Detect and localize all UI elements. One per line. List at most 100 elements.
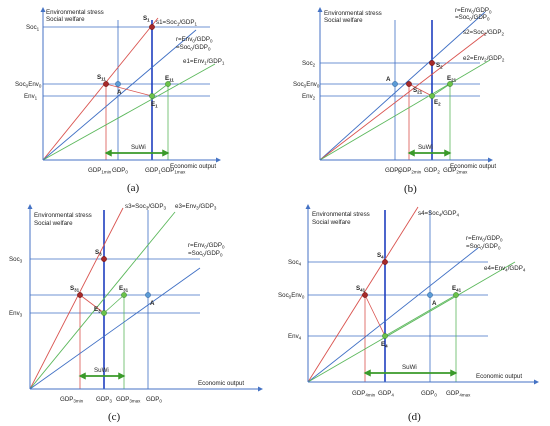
line-label-r2: =Soc0/GDP0 — [188, 250, 223, 258]
yaxis-title-2: Social welfare — [324, 17, 363, 24]
pt-label-s4: S4 — [377, 252, 384, 260]
xtick-gdp2max: GDP2max — [443, 167, 468, 175]
line-label-e4: e4=Env4/GDP4 — [484, 265, 526, 273]
point-e31 — [121, 292, 127, 298]
suwi-label: SuWi — [402, 364, 417, 371]
xtick-gdp3min: GDP3min — [60, 396, 84, 404]
point-s41 — [362, 292, 368, 298]
suwi-label: SuWi — [418, 144, 433, 151]
suwi-label: SuWi — [131, 144, 146, 151]
xtick-gdp0: GDP0 — [112, 167, 128, 175]
pt-label-s11: S11 — [97, 74, 106, 82]
xtick-gdp3max: GDP3max — [116, 396, 141, 404]
line-label-e2: e2=Env2/GDP2 — [463, 55, 505, 63]
panel-a: SuWi Environmental stress Social welfare… — [15, 7, 225, 194]
xtick-gdp1max: GDP1max — [161, 167, 186, 175]
line-label-r: r=Env0/GDP0 — [188, 242, 225, 250]
point-a — [427, 292, 433, 298]
point-s3 — [101, 256, 107, 262]
yaxis-title-1: Environmental stress — [46, 9, 104, 16]
pt-label-a: A — [386, 76, 391, 83]
point-s31 — [77, 292, 83, 298]
caption-b: (b) — [404, 183, 417, 195]
ytick-soc0env0: Soc0Env0 — [293, 81, 320, 89]
caption-d: (d) — [408, 411, 421, 423]
panel-d: SuWi Environmental stress Social welfare… — [278, 204, 539, 423]
ytick-soc0env0: Soc0Env0 — [15, 81, 42, 89]
caption-a: (a) — [127, 182, 140, 194]
point-e2 — [429, 93, 435, 99]
pt-label-s1: S1 — [143, 15, 150, 23]
point-e11 — [165, 81, 171, 87]
pt-label-s41: S41 — [356, 285, 366, 293]
point-e21 — [447, 81, 453, 87]
pt-label-e21: E21 — [447, 75, 457, 83]
pt-label-s31: S31 — [70, 285, 80, 293]
ytick-env1: Env1 — [24, 93, 38, 101]
panel-c: SuWi Environmental stress Social welfare… — [9, 203, 263, 423]
pt-label-e3: E3 — [94, 306, 101, 314]
line-label-s4: s4=Soc4/GDP4 — [418, 210, 459, 218]
point-s4 — [382, 259, 388, 265]
point-s21 — [406, 81, 412, 87]
xtick-gdp4: GDP4 — [378, 390, 394, 398]
xtick-gdp4max: GDP4max — [446, 390, 471, 398]
line-label-e3: e3=Env3/GDP3 — [175, 203, 217, 211]
point-a — [115, 81, 121, 87]
xtick-gdp2: GDP2 — [424, 167, 440, 175]
caption-c: (c) — [108, 411, 121, 423]
line-label-s2: s2=Soc2/GDP2 — [463, 29, 504, 37]
point-s2 — [429, 60, 435, 66]
line-label-r2: =Soc0/GDP0 — [466, 243, 501, 251]
line-label-r2: =Soc0/GDP0 — [176, 44, 211, 52]
line-label-r2: =Soc0/GDP0 — [455, 14, 490, 22]
pt-label-e4: E4 — [381, 341, 388, 349]
point-e1 — [149, 93, 155, 99]
xaxis-title: Economic output — [450, 163, 496, 170]
pt-label-e2: E2 — [434, 99, 441, 107]
xaxis-title: Economic output — [476, 373, 522, 380]
ytick-soc2: Soc2 — [302, 60, 316, 68]
pt-label-e41: E41 — [452, 285, 462, 293]
line-label-s3: s3=Soc3/GDP3 — [125, 203, 166, 211]
line-label-e1: e1=Env1/GDP1 — [183, 58, 225, 66]
xaxis-title: Economic output — [170, 163, 216, 170]
yaxis-title-2: Social welfare — [46, 16, 85, 23]
xaxis-title: Economic output — [198, 380, 244, 387]
pt-label-s2: S2 — [436, 62, 443, 70]
xtick-gdp3: GDP3 — [96, 396, 112, 404]
xtick-gdp0: GDP0 — [421, 390, 437, 398]
point-e41 — [453, 292, 459, 298]
xtick-gdp0: GDP0 — [385, 167, 401, 175]
ytick-soc4: Soc4 — [288, 259, 302, 267]
line-label-s1: s1=Soc1/GDP1 — [156, 19, 197, 27]
yaxis-title-1: Environmental stress — [312, 211, 370, 218]
suwi-label: SuWi — [94, 367, 109, 374]
point-s11 — [103, 81, 109, 87]
ytick-env3: Env3 — [9, 310, 23, 318]
ytick-env4: Env4 — [288, 333, 302, 341]
yaxis-title-2: Social welfare — [34, 220, 73, 227]
ytick-soc1: Soc1 — [26, 24, 40, 32]
pt-label-a: A — [432, 300, 437, 307]
yaxis-title-1: Environmental stress — [34, 212, 92, 219]
pt-label-e11: E11 — [165, 75, 174, 83]
point-e4 — [382, 333, 388, 339]
yaxis-title-2: Social welfare — [312, 219, 351, 226]
pt-label-a: A — [117, 89, 122, 96]
point-a — [392, 81, 398, 87]
pt-label-a: A — [150, 300, 155, 307]
xtick-gdp0: GDP0 — [146, 396, 162, 404]
line-label-r: r=Env0/GDP0 — [466, 235, 503, 243]
pt-label-s21: S21 — [413, 87, 423, 95]
xtick-gdp1min: GDP1min — [88, 167, 112, 175]
point-e3 — [101, 310, 107, 316]
pt-label-e1: E1 — [151, 101, 158, 109]
point-s1 — [149, 24, 155, 30]
line-label-r: r=Env0/GDP0 — [455, 7, 492, 15]
xtick-gdp4min: GDP4min — [352, 390, 376, 398]
ytick-env2: Env2 — [302, 93, 316, 101]
xtick-gdp2min: GDP2min — [398, 167, 422, 175]
point-a — [145, 292, 151, 298]
